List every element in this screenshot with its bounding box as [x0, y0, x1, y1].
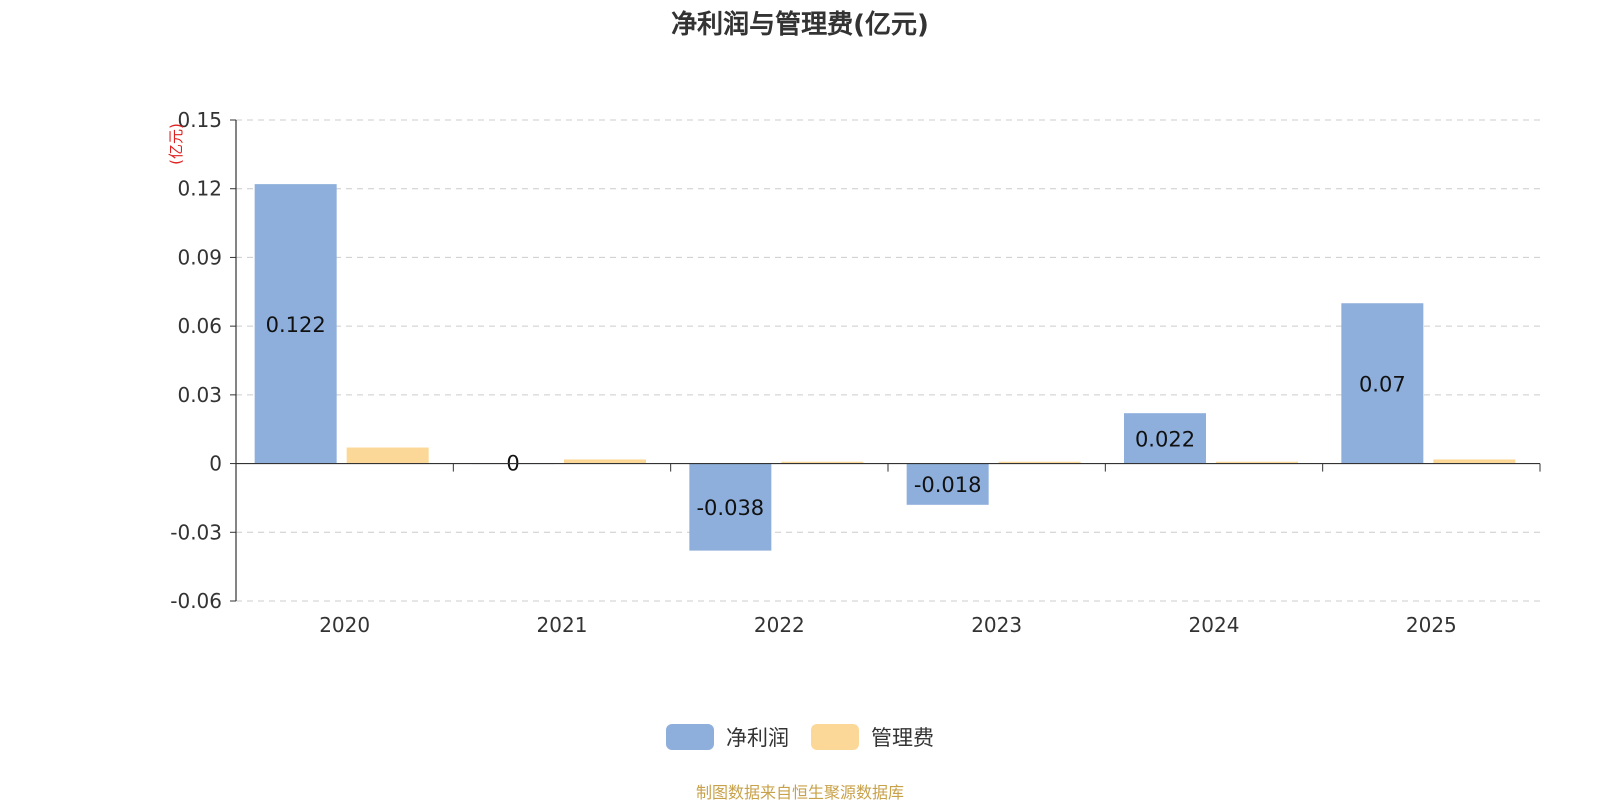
y-tick-label: 0.03: [177, 383, 222, 407]
data-label: 0.022: [1135, 427, 1195, 451]
data-label: -0.038: [696, 496, 764, 520]
bar-admin-fee: [781, 461, 864, 464]
bar-admin-fee: [564, 459, 646, 464]
legend-swatch: [666, 724, 714, 750]
bar-net-profit: [254, 184, 337, 464]
bar-admin-fee: [998, 461, 1081, 464]
x-tick-label: 2020: [319, 613, 370, 637]
bar-admin-fee: [346, 447, 429, 464]
y-tick-label: -0.06: [170, 589, 222, 613]
legend-item-net-profit[interactable]: 净利润: [666, 722, 789, 752]
y-axis-unit-label: (亿元): [167, 123, 185, 165]
y-tick-label: 0: [209, 452, 222, 476]
legend: 净利润 管理费: [0, 722, 1600, 752]
x-tick-label: 2024: [1189, 613, 1240, 637]
data-label: -0.018: [914, 473, 982, 497]
bar-net-profit: [1341, 303, 1424, 464]
legend-swatch: [811, 724, 859, 750]
legend-item-admin-fee[interactable]: 管理费: [811, 722, 934, 752]
x-tick-label: 2022: [754, 613, 805, 637]
legend-label: 管理费: [871, 726, 934, 750]
bar-admin-fee: [1433, 459, 1516, 464]
bar-net-profit: [689, 463, 772, 551]
data-label: 0.07: [1359, 372, 1406, 396]
y-tick-label: 0.12: [177, 177, 222, 201]
bar-net-profit: [906, 463, 989, 505]
source-note: 制图数据来自恒生聚源数据库: [695, 783, 904, 802]
x-tick-label: 2023: [971, 613, 1022, 637]
bar-net-profit: [1124, 413, 1206, 464]
x-tick-label: 2021: [537, 613, 588, 637]
data-label: 0.122: [266, 313, 326, 337]
x-tick-label: 2025: [1406, 613, 1457, 637]
legend-label: 净利润: [726, 726, 789, 750]
bar-admin-fee: [1216, 461, 1298, 464]
chart-title: 净利润与管理费(亿元): [671, 10, 929, 40]
y-tick-label: -0.03: [170, 520, 222, 544]
y-tick-label: 0.06: [177, 314, 222, 338]
y-tick-label: 0.09: [177, 245, 222, 269]
y-tick-label: 0.15: [177, 108, 222, 132]
